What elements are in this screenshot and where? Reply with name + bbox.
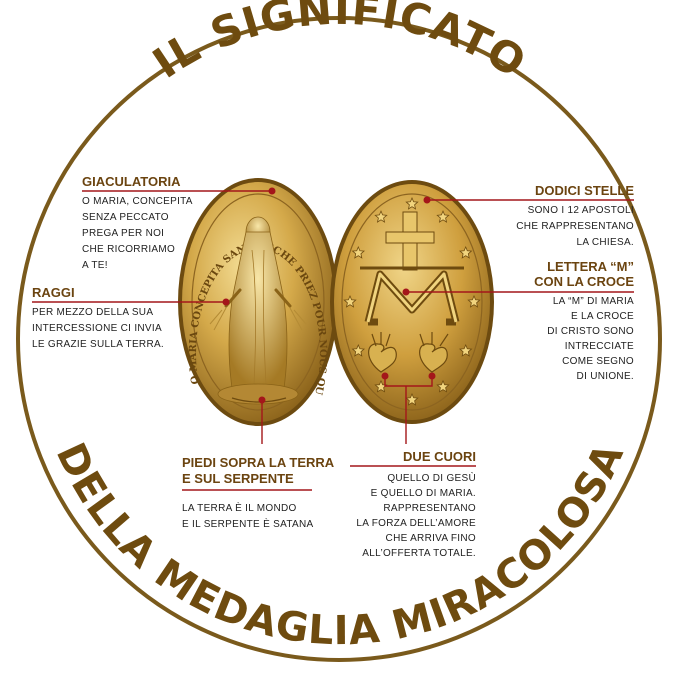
labels: GIACULATORIA O MARIA, CONCEPITA SENZA PECC… (32, 174, 634, 559)
label-text: CHE RICORRIAMO (82, 244, 175, 255)
star-icon (374, 210, 388, 223)
star-icon (405, 196, 419, 210)
label-text: QUELLO DI GESÙ (387, 471, 476, 484)
label-text: PER MEZZO DELLA SUA (32, 307, 153, 318)
label-title: DUE CUORI (403, 449, 476, 464)
label-lettera-m: LETTERA “M”CON LA CROCE LA “M” DI MARIA E … (534, 259, 634, 382)
leader-lines (32, 187, 634, 491)
label-dodici-stelle: DODICI STELLE SONO I 12 APOSTOLI CHE RAPPR… (516, 183, 634, 248)
star-icon (343, 294, 357, 308)
outer-ring (16, 16, 662, 662)
star-icon (351, 245, 365, 259)
label-text: SENZA PECCATO (82, 212, 169, 223)
label-text: DI CRISTO SONO (547, 326, 634, 337)
bottom-title-path: DELLA MEDAGLIA MIRACOLOSA (47, 436, 632, 654)
label-text: SONO I 12 APOSTOLI (528, 205, 634, 216)
virgin-mary-figure (209, 216, 307, 405)
label-title: LETTERA “M” (547, 259, 634, 274)
two-hearts (368, 332, 449, 373)
twelve-stars (343, 196, 481, 406)
label-text: E IL SERPENTE È SATANA (182, 517, 313, 530)
star-icon (436, 379, 450, 393)
label-title: CON LA CROCE (534, 274, 634, 289)
star-icon (351, 343, 365, 357)
label-text: CHE ARRIVA FINO (386, 533, 476, 544)
label-raggi: RAGGI PER MEZZO DELLA SUA INTERCESSIONE CI… (32, 285, 164, 350)
label-title: GIACULATORIA (82, 174, 181, 189)
star-icon (459, 343, 473, 357)
label-text: LA TERRA È IL MONDO (182, 501, 297, 514)
label-text: LA “M” DI MARIA (553, 296, 634, 307)
medal-back-inner-ring (341, 193, 483, 411)
label-text: COME SEGNO (562, 356, 634, 367)
label-text: ALL’OFFERTA TOTALE. (362, 548, 476, 559)
label-title: RAGGI (32, 285, 75, 300)
star-icon (405, 392, 419, 406)
globe-base (217, 383, 299, 405)
label-text: RAPPRESENTANO (383, 503, 476, 514)
label-text: CHE RAPPRESENTANO (516, 221, 634, 232)
bottom-title: DELLA MEDAGLIA MIRACOLOSA (47, 436, 633, 654)
top-title: IL SIGNIFICATO (144, 0, 535, 88)
label-text: LE GRAZIE SULLA TERRA. (32, 339, 164, 350)
cross-symbol (385, 211, 435, 271)
label-text: E QUELLO DI MARIA. (371, 488, 476, 499)
medal-back (330, 180, 494, 424)
label-text: LA CHIESA. (577, 237, 634, 248)
label-giaculatoria: GIACULATORIA O MARIA, CONCEPITA SENZA PECC… (82, 174, 193, 271)
label-text: INTRECCIATE (565, 341, 634, 352)
label-title: DODICI STELLE (535, 183, 634, 198)
star-icon (436, 210, 450, 223)
label-text: A TE! (82, 260, 108, 271)
label-text: INTERCESSIONE CI INVIA (32, 323, 162, 334)
label-text: O MARIA, CONCEPITA (82, 196, 193, 207)
label-text: LA FORZA DELL’AMORE (356, 518, 476, 529)
label-due-cuori: DUE CUORI QUELLO DI GESÙ E QUELLO DI MARIA… (356, 449, 476, 559)
label-text: E LA CROCE (571, 311, 634, 322)
label-title: PIEDI SOPRA LA TERRA (182, 455, 335, 470)
star-icon (467, 294, 481, 308)
serpent (231, 397, 287, 403)
star-icon (459, 245, 473, 259)
top-title-path: IL SIGNIFICATO (144, 0, 534, 88)
label-text: PREGA PER NOI (82, 228, 164, 239)
label-text: DI UNIONE. (577, 371, 634, 382)
label-title: E SUL SERPENTE (182, 471, 294, 486)
